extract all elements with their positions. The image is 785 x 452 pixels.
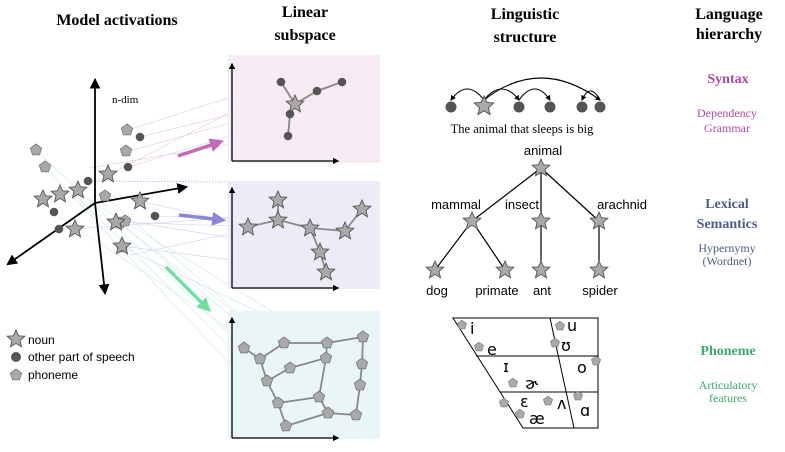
vowel-u: u	[567, 316, 577, 335]
noun-point	[50, 184, 70, 203]
vowel-epsilon: ɛ	[520, 392, 529, 411]
hierarchy-phoneme-sub1: Articulatory	[699, 378, 758, 392]
axis-down	[94, 202, 110, 296]
legend-noun: noun	[28, 333, 55, 347]
phoneme-point	[119, 144, 133, 157]
panel-background	[228, 181, 380, 289]
vowel-wedge: ʌ	[557, 394, 566, 413]
other-pos-point	[49, 207, 59, 217]
subspace-panel-phoneme	[228, 311, 380, 442]
header-linguistic-line2: structure	[494, 29, 557, 46]
header-linear-line2: subspace	[274, 27, 335, 44]
subspace-panel-lexical	[228, 181, 380, 292]
hierarchy-lexical-title2: Semantics	[697, 217, 758, 232]
syntax-projection-arrow	[177, 138, 224, 158]
legend-star-icon	[6, 329, 26, 348]
vowel-i: i	[470, 319, 474, 338]
syntax-sentence: The animal that sleeps is big	[451, 122, 594, 136]
tree-node-arachnid: arachnid	[597, 197, 647, 212]
hierarchy-phoneme-sub2: features	[709, 391, 747, 405]
phoneme-projection-arrow	[164, 265, 211, 312]
noun-point	[33, 189, 53, 208]
hierarchy-syntax-sub1: Dependency	[697, 106, 757, 120]
tree-node-dog: dog	[426, 283, 448, 298]
activation-space: n-dim	[6, 77, 189, 296]
other-pos-point	[135, 132, 145, 142]
axis-label-ndim: n-dim	[112, 94, 139, 106]
legend-other-pos: other part of speech	[28, 350, 135, 364]
tree-node-insect: insect	[505, 197, 539, 212]
tree-node-spider: spider	[582, 283, 618, 298]
tree-node-animal: animal	[524, 143, 562, 158]
tree-node-ant: ant	[533, 283, 551, 298]
other-pos-point	[54, 224, 64, 234]
dependency-parse: The animal that sleeps is big	[445, 77, 606, 136]
vowel-alpha: ɑ	[580, 401, 590, 420]
hypernymy-tree: animal mammal insect arachnid dog primat…	[425, 143, 647, 298]
vowel-e: e	[487, 340, 497, 359]
hierarchy-syntax-sub2: Grammar	[704, 121, 750, 135]
other-pos-point	[123, 162, 133, 172]
column-headers: Model activations Linear subspace Lingui…	[56, 4, 762, 46]
vowel-small-i: ɪ	[503, 357, 509, 376]
phoneme-point	[120, 123, 134, 136]
tree-node-mammal: mammal	[431, 197, 481, 212]
hierarchy-syntax-title: Syntax	[707, 72, 748, 87]
lexical-projection-arrow	[178, 211, 227, 226]
noun-point	[98, 164, 118, 183]
noun-point	[65, 219, 85, 238]
hierarchy-lexical-sub2: (Wordnet)	[702, 254, 751, 268]
vowel-o: o	[577, 358, 587, 377]
legend: noun other part of speech phoneme	[6, 329, 135, 382]
hierarchy-lexical-sub1: Hypernymy	[698, 241, 755, 255]
header-linguistic-line1: Linguistic	[491, 6, 559, 23]
panel-background	[228, 55, 380, 163]
language-hierarchy: Syntax Dependency Grammar Lexical Semant…	[697, 72, 758, 405]
phoneme-point	[98, 189, 112, 202]
header-linear-line1: Linear	[282, 4, 328, 21]
activation-points	[29, 123, 160, 255]
axis-down-left	[6, 202, 96, 266]
hierarchy-phoneme-title: Phoneme	[700, 344, 755, 359]
vowel-chart: i e ɪ ɚ ɛ æ u ʊ o ʌ ɑ	[452, 316, 601, 429]
vowel-upsilon: ʊ	[561, 336, 571, 355]
other-pos-point	[150, 211, 160, 221]
hierarchy-lexical-title1: Lexical	[705, 197, 749, 212]
other-pos-point	[83, 176, 93, 186]
legend-circle-icon	[11, 352, 21, 362]
vowel-ae: æ	[529, 409, 545, 428]
legend-phoneme: phoneme	[28, 368, 78, 382]
header-language-line1: Language	[695, 6, 763, 23]
subspace-panel-syntax	[228, 55, 380, 165]
legend-pentagon-icon	[9, 368, 23, 381]
phoneme-point	[29, 143, 43, 156]
header-model-activations: Model activations	[56, 12, 177, 29]
header-language-line2: hierarchy	[696, 26, 762, 43]
vowel-schwa: ɚ	[525, 374, 539, 393]
tree-node-primate: primate	[475, 283, 518, 298]
